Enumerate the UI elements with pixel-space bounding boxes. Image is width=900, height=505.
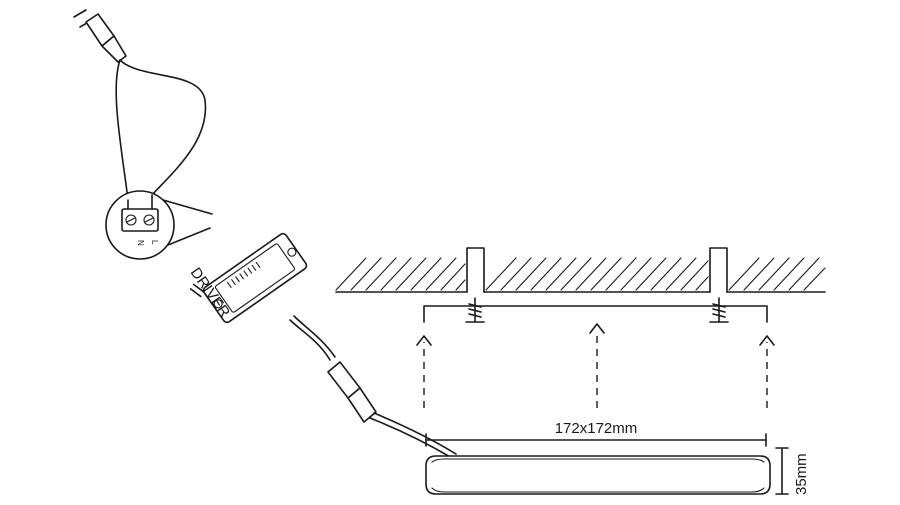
arrow-up-right-icon bbox=[759, 335, 775, 408]
arrow-up-left-icon bbox=[416, 335, 432, 408]
panel-height-label: 35mm bbox=[793, 453, 810, 495]
terminal-label-n: N bbox=[136, 240, 145, 246]
led-panel bbox=[425, 455, 771, 495]
width-dimension: 172x172mm bbox=[425, 420, 767, 447]
output-cable bbox=[289, 315, 457, 459]
screw-left-icon bbox=[465, 297, 485, 323]
arrow-up-center-icon bbox=[589, 323, 605, 408]
screw-right-icon bbox=[709, 297, 729, 323]
ceiling bbox=[335, 247, 826, 293]
mounting-outline bbox=[423, 305, 768, 323]
cutout-size-label: 172x172mm bbox=[555, 420, 638, 437]
plug-icon bbox=[73, 9, 127, 63]
height-dimension: 35mm bbox=[775, 447, 810, 495]
mains-cable bbox=[115, 59, 207, 201]
terminal-label-l: L bbox=[150, 240, 159, 245]
driver-unit bbox=[189, 232, 308, 324]
terminal-magnifier: N L bbox=[105, 190, 213, 260]
